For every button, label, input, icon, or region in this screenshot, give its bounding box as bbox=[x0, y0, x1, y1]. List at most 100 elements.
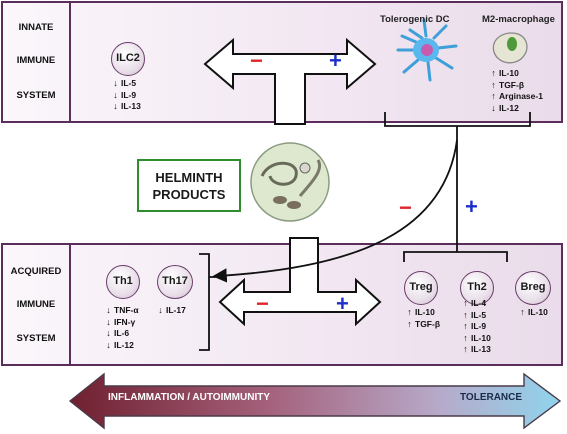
cytokine-name: IL-10 bbox=[471, 332, 491, 343]
innate-panel-divider bbox=[69, 3, 71, 121]
cytokine-name: IL-13 bbox=[121, 101, 141, 111]
treg-cytokine-list: ↑IL-10↑TGF-β bbox=[404, 307, 440, 330]
cytokine-item: ↑IL-10 bbox=[488, 68, 543, 80]
th1-cytokine-list: ↓TNF-α↓IFN-γ↓IL-6↓IL-12 bbox=[103, 305, 139, 352]
innate-t-arrow bbox=[203, 37, 377, 125]
acquired-label-line2: IMMUNE bbox=[16, 299, 56, 310]
cytokine-name: IL-13 bbox=[471, 344, 491, 354]
cytokine-name: IL-12 bbox=[499, 102, 519, 113]
cytokine-item: ↑TGF-β bbox=[488, 80, 543, 92]
th1-badge: Th1 bbox=[106, 265, 140, 299]
cytokine-item: ↑IL-5 bbox=[460, 310, 491, 322]
innate-label-line3: SYSTEM bbox=[16, 90, 56, 101]
cytokine-item: ↓IL-6 bbox=[103, 328, 139, 340]
cytokine-name: IL-10 bbox=[415, 307, 435, 317]
inhibition-curve-arrow bbox=[212, 139, 458, 283]
down-arrow-icon: ↓ bbox=[106, 328, 111, 338]
cytokine-name: IL-6 bbox=[114, 328, 130, 338]
cytokine-name: IL-5 bbox=[471, 309, 487, 320]
acquired-plus-sign: + bbox=[336, 291, 349, 316]
up-arrow-icon: ↑ bbox=[491, 79, 496, 90]
m2-macrophage-cytokine-list: ↑IL-10↑TGF-β↑Arginase-1↓IL-12 bbox=[488, 68, 543, 114]
th2-cytokine-list: ↑IL-4↑IL-5↑IL-9↑IL-10↑IL-13 bbox=[460, 298, 491, 356]
acquired-minus-sign: − bbox=[256, 291, 269, 316]
down-arrow-icon: ↓ bbox=[106, 305, 111, 315]
cytokine-item: ↓TNF-α bbox=[103, 305, 139, 317]
up-arrow-icon: ↑ bbox=[463, 321, 468, 331]
cytokine-name: IL-12 bbox=[114, 339, 134, 350]
innate-plus-sign: + bbox=[329, 48, 342, 73]
tolerogenic-dc-image bbox=[396, 18, 458, 82]
cytokine-item: ↑IL-9 bbox=[460, 321, 491, 333]
cytokine-name: IFN-γ bbox=[114, 316, 136, 327]
cytokine-item: ↓IL-13 bbox=[110, 101, 141, 113]
th17-badge: Th17 bbox=[157, 265, 193, 299]
up-arrow-icon: ↑ bbox=[463, 344, 468, 354]
acquired-panel-divider bbox=[69, 245, 71, 364]
acquired-label-line1: ACQUIRED bbox=[10, 266, 62, 277]
down-arrow-icon: ↓ bbox=[106, 316, 111, 327]
cytokine-name: IL-17 bbox=[166, 305, 186, 315]
helminth-minus-sign: − bbox=[399, 195, 412, 220]
cytokine-item: ↑IL-13 bbox=[460, 344, 491, 356]
cytokine-item: ↑IL-10 bbox=[404, 307, 440, 319]
th2-badge: Th2 bbox=[460, 271, 494, 305]
innate-minus-sign: − bbox=[250, 48, 263, 73]
breg-cytokine-list: ↑IL-10 bbox=[517, 307, 548, 319]
cytokine-name: TNF-α bbox=[114, 305, 139, 315]
down-arrow-icon: ↓ bbox=[106, 339, 111, 350]
th1-th17-bracket bbox=[199, 253, 216, 351]
cytokine-item: ↓IL-9 bbox=[110, 90, 141, 102]
up-arrow-icon: ↑ bbox=[491, 68, 496, 78]
cytokine-name: TGF-β bbox=[499, 79, 525, 90]
cytokine-item: ↑TGF-β bbox=[404, 319, 440, 331]
up-arrow-icon: ↑ bbox=[407, 318, 412, 329]
helminth-label-line1: HELMINTH bbox=[155, 170, 223, 185]
helminth-label-line2: PRODUCTS bbox=[152, 187, 226, 202]
inflammation-tolerance-scale-arrow bbox=[68, 372, 562, 430]
down-arrow-icon: ↓ bbox=[113, 78, 118, 88]
cytokine-item: ↓IFN-γ bbox=[103, 317, 139, 329]
cytokine-name: Arginase-1 bbox=[499, 91, 543, 101]
tolerogenic-dc-title: Tolerogenic DC bbox=[380, 14, 450, 25]
innate-cells-bracket bbox=[384, 112, 531, 127]
treg-badge: Treg bbox=[404, 271, 438, 305]
scale-left-label: INFLAMMATION / AUTOIMMUNITY bbox=[108, 392, 271, 403]
cytokine-name: IL-10 bbox=[499, 68, 519, 78]
cytokine-item: ↑IL-10 bbox=[460, 333, 491, 345]
cytokine-item: ↑IL-4 bbox=[460, 298, 491, 310]
scale-right-label: TOLERANCE bbox=[460, 392, 523, 403]
cytokine-name: IL-5 bbox=[121, 78, 137, 88]
up-arrow-icon: ↑ bbox=[407, 307, 412, 317]
cytokine-item: ↓IL-12 bbox=[488, 103, 543, 115]
helminth-products-box: HELMINTH PRODUCTS bbox=[137, 159, 241, 212]
down-arrow-icon: ↓ bbox=[113, 101, 118, 111]
acquired-t-arrow bbox=[218, 237, 382, 327]
cytokine-name: IL-9 bbox=[121, 89, 137, 100]
cytokine-item: ↑Arginase-1 bbox=[488, 91, 543, 103]
up-arrow-icon: ↑ bbox=[463, 309, 468, 320]
down-arrow-icon: ↓ bbox=[158, 305, 163, 315]
cytokine-item: ↓IL-17 bbox=[155, 305, 186, 317]
treg-th2-bracket bbox=[403, 247, 508, 262]
up-arrow-icon: ↑ bbox=[520, 307, 525, 317]
acquired-label-line3: SYSTEM bbox=[16, 333, 56, 344]
cytokine-name: IL-10 bbox=[528, 307, 548, 317]
cytokine-name: IL-9 bbox=[471, 321, 487, 331]
up-arrow-icon: ↑ bbox=[463, 332, 468, 343]
up-arrow-icon: ↑ bbox=[491, 91, 496, 101]
th17-cytokine-list: ↓IL-17 bbox=[155, 305, 186, 317]
m2-macrophage-image bbox=[492, 32, 528, 64]
cytokine-name: IL-4 bbox=[471, 298, 487, 308]
breg-badge: Breg bbox=[515, 271, 551, 305]
innate-label-line2: IMMUNE bbox=[16, 55, 56, 66]
down-arrow-icon: ↓ bbox=[113, 89, 118, 100]
cytokine-item: ↓IL-12 bbox=[103, 340, 139, 352]
down-arrow-icon: ↓ bbox=[491, 102, 496, 113]
cytokine-item: ↑IL-10 bbox=[517, 307, 548, 319]
innate-label-line1: INNATE bbox=[18, 22, 54, 33]
ilc2-cytokine-list: ↓IL-5↓IL-9↓IL-13 bbox=[110, 78, 141, 113]
m2-macrophage-title: M2-macrophage bbox=[482, 14, 555, 25]
helminth-plus-sign: + bbox=[465, 194, 478, 219]
